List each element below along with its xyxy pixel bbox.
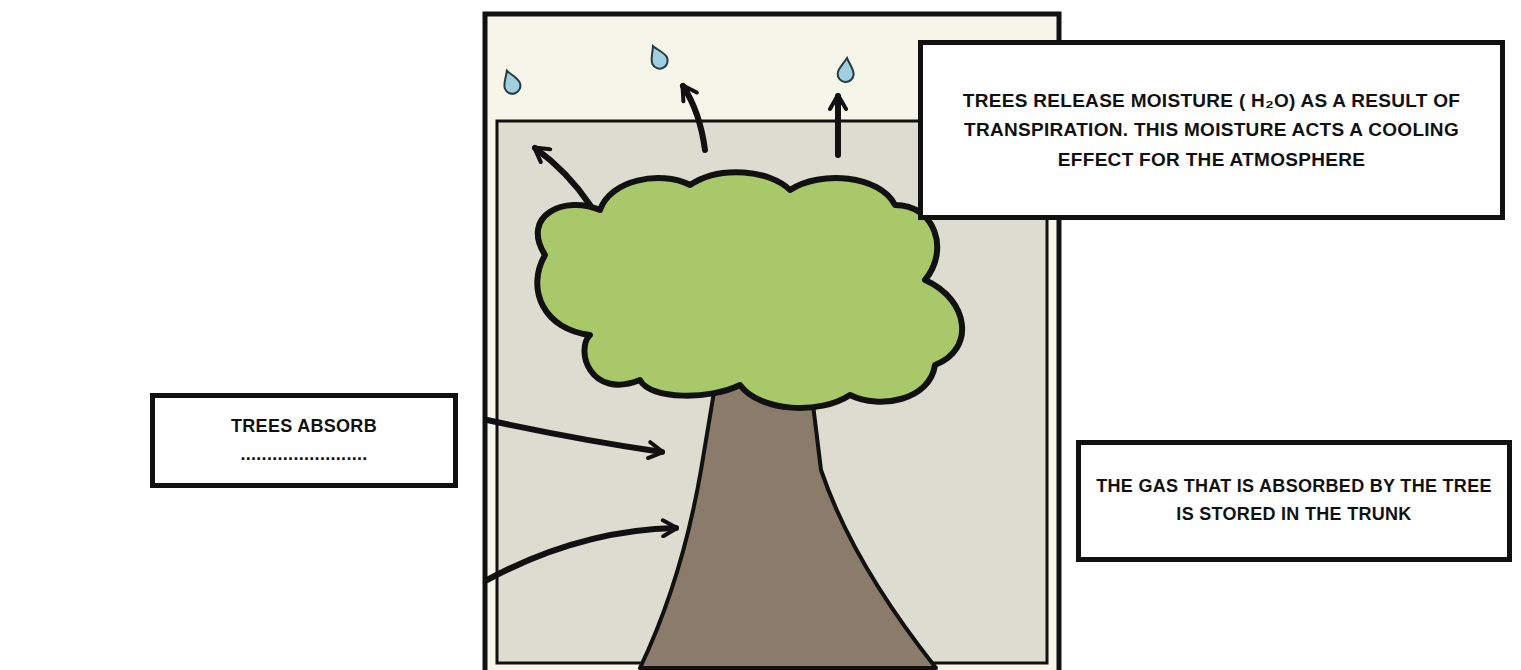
tree-trunk [640,380,936,668]
callout-text: TREES RELEASE MOISTURE ( H₂O) AS A RESUL… [933,86,1490,174]
water-drop [499,68,522,96]
absorb-arrow [487,528,676,580]
water-drop [837,57,855,82]
callout-text: THE GAS THAT IS ABSORBED BY THE TREE IS … [1091,473,1497,529]
absorb-arrow [487,420,662,452]
moisture-arrow [683,86,705,150]
tree-canopy [537,172,962,408]
callout-box: TREES ABSORB ........................ [150,393,458,488]
moisture-arrow [535,148,590,205]
callout-text: TREES ABSORB ........................ [165,413,443,469]
callout-box: TREES RELEASE MOISTURE ( H₂O) AS A RESUL… [918,40,1505,220]
moisture-arrow [835,96,841,155]
water-drop [646,43,671,72]
callout-box: THE GAS THAT IS ABSORBED BY THE TREE IS … [1076,440,1512,562]
